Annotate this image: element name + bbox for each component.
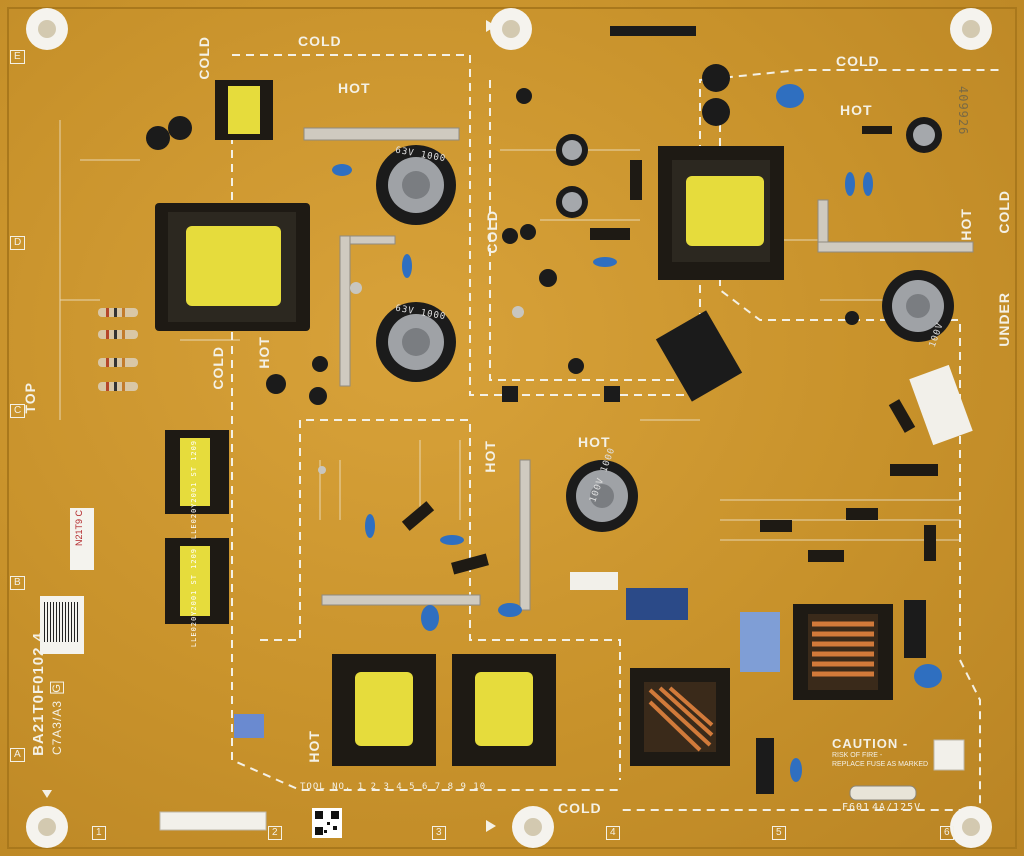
isolation-boundary-mid <box>260 419 621 780</box>
zone-label-cold-center: COLD <box>484 210 500 254</box>
isolation-boundary-right <box>620 110 981 811</box>
qr-code <box>312 808 342 838</box>
zone-label-under: UNDER <box>996 292 1012 347</box>
small-capacitors <box>146 64 942 405</box>
line-filter-left-bottom <box>165 538 229 624</box>
inspection-sticker: N21T9 C <box>70 508 94 570</box>
diodes <box>401 126 938 575</box>
zone-label-hot-left: HOT <box>256 336 272 369</box>
mounting-hole-top-center <box>490 8 532 50</box>
tool-number: TOOL NO. 1 2 3 4 5 6 7 8 9 10 <box>300 782 487 792</box>
resistor-array-left <box>98 308 138 391</box>
serial-code: 409926 <box>956 86 970 136</box>
zone-label-hot-right-side: HOT <box>958 208 974 241</box>
grid-row-a: A <box>10 748 25 762</box>
zone-label-cold-bottom: COLD <box>558 800 602 816</box>
inspection-sticker-text: N21T9 C <box>74 510 84 547</box>
bridge-rectifiers <box>502 386 620 402</box>
filter-top-marking: LLE020Y2001 ST 1209 <box>190 440 198 540</box>
board-revision: C7A3/A3 <box>50 700 64 756</box>
caution-notice: CAUTION - RISK OF FIRE - REPLACE FUSE AS… <box>832 736 928 769</box>
fuse-rating: 4A/125V <box>872 802 922 813</box>
capacitor-bottom-center <box>566 460 638 532</box>
zone-label-hot-right: HOT <box>840 102 873 118</box>
capacitor-main-1 <box>376 145 456 225</box>
grid-col-5: 5 <box>772 826 786 840</box>
grid-col-3: 3 <box>432 826 446 840</box>
mounting-hole-top-left <box>26 8 68 50</box>
grid-col-4: 4 <box>606 826 620 840</box>
zone-label-cold-top-right: COLD <box>836 53 880 69</box>
zone-label-cold-mid-left: COLD <box>210 346 226 390</box>
silkscreen-traces <box>59 120 960 541</box>
zone-label-hot-top: HOT <box>338 80 371 96</box>
grid-col-6: 6 <box>940 826 954 840</box>
mounting-hole-top-right <box>950 8 992 50</box>
filter-bottom-marking: LLE020Y2001 ST 1209 <box>190 548 198 648</box>
transistors <box>312 88 859 374</box>
grid-row-b: B <box>10 576 25 590</box>
aux-transformer-top <box>215 80 273 140</box>
isolation-boundary-left <box>231 80 620 791</box>
connectors <box>159 26 965 831</box>
transformer-bottom-mid <box>452 654 556 766</box>
mounting-hole-bottom-right <box>950 806 992 848</box>
isolation-boundary-hot-top <box>232 54 1000 396</box>
zone-label-cold-top: COLD <box>298 33 342 49</box>
caution-title: CAUTION - <box>832 736 909 751</box>
barcode-sticker <box>40 596 84 654</box>
transformer-bottom-left <box>332 654 436 766</box>
line-filter-left-top <box>165 430 229 514</box>
grid-row-c: C <box>10 404 26 418</box>
grid-row-e: E <box>10 50 25 64</box>
capacitor-main-2 <box>376 302 456 382</box>
capacitor-secondary-right <box>882 270 954 342</box>
grid-col-1: 1 <box>92 826 106 840</box>
board-revision-box: G <box>50 682 64 694</box>
zone-label-hot-mid: HOT <box>482 440 498 473</box>
mounting-hole-bottom-center <box>512 806 554 848</box>
x-capacitor-blue <box>234 588 780 738</box>
isolation-boundary-inner <box>489 80 700 381</box>
zone-label-cold-left: COLD <box>196 36 212 80</box>
mounting-hole-bottom-left <box>26 806 68 848</box>
zone-label-cold-right: COLD <box>996 190 1012 234</box>
caution-line-2: REPLACE FUSE AS MARKED <box>832 761 929 768</box>
main-transformer-left <box>155 203 310 331</box>
transformer-right-top <box>658 146 784 280</box>
fuse-label: F601 <box>842 802 871 813</box>
grid-row-d: D <box>10 236 26 250</box>
grid-col-2: 2 <box>268 826 282 840</box>
choke-bottom-right <box>793 604 893 700</box>
zone-label-hot-bottom: HOT <box>306 730 322 763</box>
fuse-holder <box>849 785 917 801</box>
choke-bottom-center <box>630 668 730 766</box>
caution-line-1: RISK OF FIRE - <box>832 752 883 759</box>
fuse-resistor-white <box>570 364 973 590</box>
heatsink-brackets <box>303 127 974 611</box>
ceramic-capacitors-blue <box>332 84 942 782</box>
zone-label-hot-center: HOT <box>578 434 611 450</box>
relay-black <box>655 310 743 402</box>
